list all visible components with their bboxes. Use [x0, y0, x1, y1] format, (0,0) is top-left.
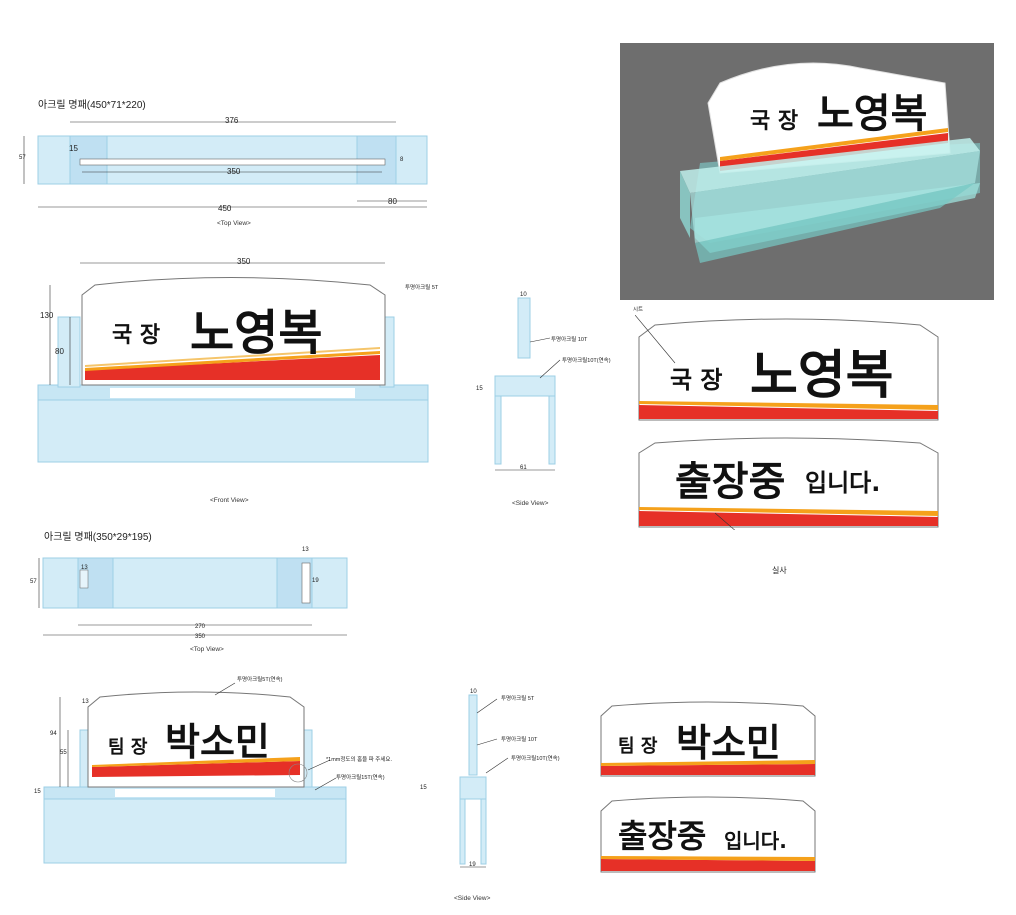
label-acrylic-5t: 투명아크릴 5T — [501, 696, 535, 702]
dim-270: 270 — [195, 624, 206, 630]
dim-15: 15 — [476, 386, 483, 392]
annotation-sheet: 시트 — [633, 307, 644, 313]
dim-350: 350 — [195, 634, 206, 640]
dim-94: 94 — [50, 731, 57, 737]
side-view-1: 10 15 61 투명아크릴 10T 투명아크릴10T(연속) <Side Vi… — [470, 290, 630, 510]
top-view-2-caption: <Top View> — [190, 646, 224, 653]
plate2-title: 팀 장 — [108, 737, 148, 758]
dim-15: 15 — [69, 144, 78, 153]
dim-350: 350 — [227, 167, 241, 176]
annotation-print: 실사 — [772, 566, 787, 575]
dim-80: 80 — [388, 197, 397, 206]
plate-design-1: 국 장 노영복 — [634, 314, 945, 425]
dim-8: 8 — [400, 157, 404, 163]
dim-13: 13 — [82, 699, 89, 705]
label-acrylic-5t: 투명아크릴 5T — [405, 285, 439, 291]
render-plate-name: 노영복 — [817, 91, 928, 137]
dim-15: 15 — [34, 789, 41, 795]
label-acrylic-10t: 투명아크릴 10T — [501, 737, 538, 743]
dim-19: 19 — [312, 578, 319, 584]
dim-130: 130 — [40, 311, 54, 320]
dim-450: 450 — [218, 204, 232, 213]
plate-design-name: 노영복 — [750, 346, 894, 406]
dim-13a: 13 — [81, 565, 88, 571]
dim-61: 61 — [520, 465, 527, 471]
plate-name: 노영복 — [190, 305, 323, 361]
side-view-2: 10 15 19 투명아크릴 5T 투명아크릴 10T 투명아크릴10T(연속)… — [420, 685, 590, 910]
side-view-2-caption: <Side View> — [454, 895, 491, 902]
plate-design-away-1: 출장중 입니다. — [635, 435, 945, 566]
label-acrylic-5t-continuous: 투명아크릴5T(연속) — [237, 677, 283, 683]
plate2-name: 박소민 — [165, 720, 270, 764]
render-plate-title: 국 장 — [750, 109, 799, 134]
dim-10: 10 — [470, 689, 477, 695]
front-view-caption: <Front View> — [210, 497, 249, 504]
dim-350: 350 — [237, 257, 251, 266]
plate-design-2-name: 박소민 — [676, 721, 781, 765]
plate-design-title: 국 장 — [670, 366, 723, 394]
top-view-1: 376 15 350 450 80 57 8 <Top View> — [19, 115, 440, 230]
label-acrylic-10t: 투명아크릴 10T — [551, 337, 588, 343]
plate-design-2-title: 팀 장 — [618, 736, 658, 757]
dim-19: 19 — [469, 862, 476, 868]
label-acrylic-10t-continuous: 투명아크릴10T(연속) — [562, 358, 611, 364]
front-view-2: 13 94 55 15 투명아크릴5T(연속) *1mm정도의 홈을 파 주세요… — [30, 675, 430, 870]
dim-376: 376 — [225, 116, 239, 125]
dim-13b: 13 — [302, 547, 309, 553]
away2-small-text: 입니다. — [724, 829, 787, 853]
dim-55: 55 — [60, 750, 67, 756]
note-hole: *1mm정도의 홈을 파 주세요. — [326, 757, 393, 763]
dim-57: 57 — [30, 579, 37, 585]
dim-57: 57 — [19, 155, 26, 161]
section2-title: 아크릴 명패(350*29*195) — [44, 532, 152, 543]
side-view-caption: <Side View> — [512, 500, 549, 507]
dim-15: 15 — [420, 785, 427, 791]
away-small-text: 입니다. — [805, 469, 881, 497]
plate-design-away-2: 출장중 입니다. — [598, 795, 818, 875]
top-view-2: 13 13 57 19 270 350 <Top View> — [30, 545, 360, 660]
dim-10: 10 — [520, 292, 527, 298]
front-view-1: 350 130 80 투명아크릴 5T 국 장 노영복 — [30, 255, 450, 470]
label-acrylic-15t-continuous: 투명아크릴15T(연속) — [336, 775, 385, 781]
section1-title: 아크릴 명패(450*71*220) — [38, 100, 146, 111]
away-big-text: 출장중 — [675, 459, 786, 505]
top-view-caption: <Top View> — [217, 220, 251, 227]
away2-big-text: 출장중 — [618, 817, 707, 855]
label-acrylic-10t-continuous: 투명아크릴10T(연속) — [511, 756, 560, 762]
plate-design-2: 팀 장 박소민 — [598, 700, 818, 780]
render-3d: 국 장 노영복 — [620, 43, 994, 300]
plate-title: 국 장 — [112, 323, 161, 348]
dim-80: 80 — [55, 347, 64, 356]
